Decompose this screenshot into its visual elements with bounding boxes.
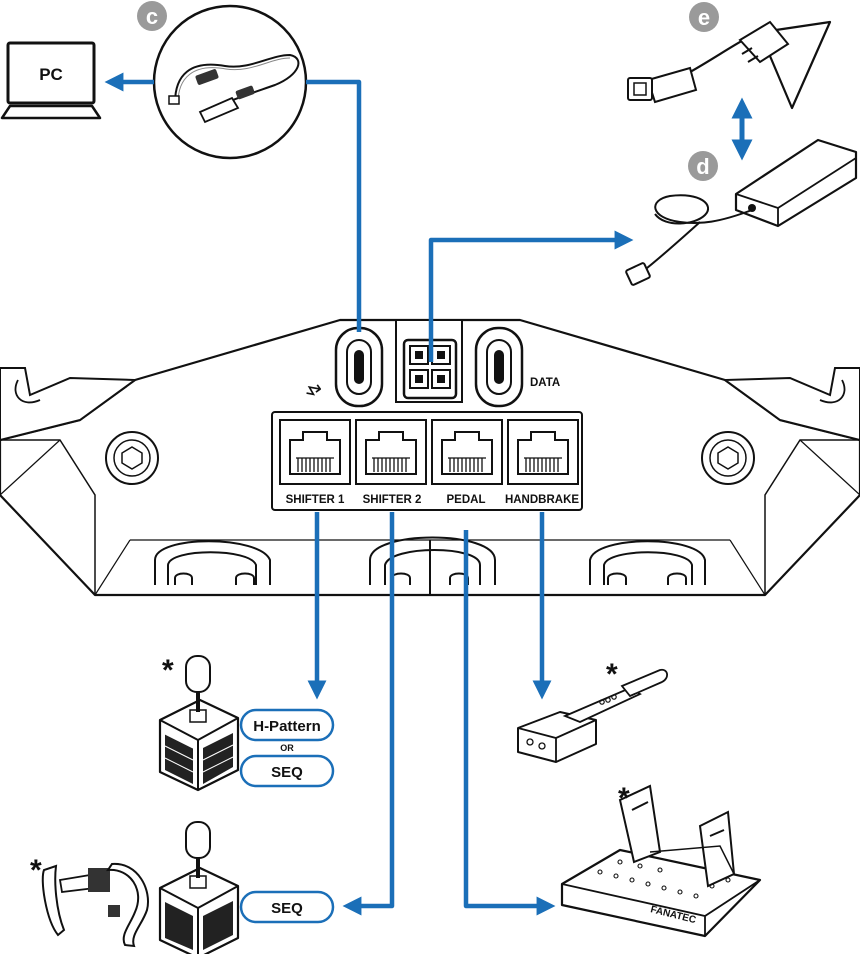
pc-label: PC [39, 65, 63, 84]
badge-c-label: c [146, 4, 158, 29]
handbrake-port-label: HANDBRAKE [505, 494, 579, 506]
usb-cable-icon [174, 53, 300, 106]
or-label: OR [280, 743, 294, 753]
rj-port-shifter1[interactable] [279, 419, 351, 485]
handle-loops [154, 536, 706, 595]
mode-pill-seq-lower: SEQ [239, 890, 335, 924]
schuko-plug-icon [738, 20, 790, 64]
shifter2-port-label: SHIFTER 2 [363, 494, 422, 506]
badge-e: e [689, 2, 719, 32]
arrow-shifter2 [342, 512, 395, 916]
mode-pill-h-pattern: H-Pattern [239, 708, 335, 742]
seq-label: SEQ [271, 764, 303, 781]
usb-symbol-icon: ↯ [304, 382, 326, 399]
shifter1-port-label: SHIFTER 1 [286, 494, 345, 506]
left-bolt [105, 431, 159, 485]
arrow-usb-to-pc [114, 82, 362, 332]
seq-lower-label: SEQ [271, 900, 303, 917]
seq-shifter-bottom [158, 821, 240, 954]
optional-marker-paddle: * [30, 854, 42, 887]
arrow-power-to-psu [428, 230, 634, 362]
usb-cable-callout [152, 4, 308, 160]
rj-port-handbrake[interactable] [507, 419, 579, 485]
optional-marker-shifter: * [162, 654, 174, 687]
badge-e-label: e [698, 5, 710, 30]
handbrake-device [517, 668, 668, 763]
pedal-set: FANATEC [560, 784, 762, 938]
badge-d: d [688, 151, 718, 181]
hub-base: ↯ DATA [0, 318, 860, 597]
rj-port-shifter2[interactable] [355, 419, 427, 485]
data-port-label: DATA [530, 377, 560, 389]
data-usb-c-port[interactable] [474, 326, 524, 408]
optional-marker-pedals: * [618, 782, 630, 815]
badge-d-label: d [696, 154, 709, 179]
h-pattern-label: H-Pattern [253, 718, 321, 735]
usb-c-port[interactable] [334, 326, 384, 408]
rj-port-pedal[interactable] [431, 419, 503, 485]
power-cord [627, 20, 832, 110]
right-bolt [701, 431, 755, 485]
arrow-pedal [463, 530, 556, 916]
power-supply [625, 138, 858, 286]
paddle-shifter-module [41, 862, 149, 948]
pc-monitor: PC [0, 41, 102, 120]
h-shifter-top [158, 655, 240, 792]
badge-c: c [137, 1, 167, 31]
mode-pill-seq: SEQ [239, 754, 335, 788]
optional-marker-handbrake: * [606, 658, 618, 691]
connection-arrows [114, 82, 634, 916]
pedal-port-label: PEDAL [447, 494, 486, 506]
